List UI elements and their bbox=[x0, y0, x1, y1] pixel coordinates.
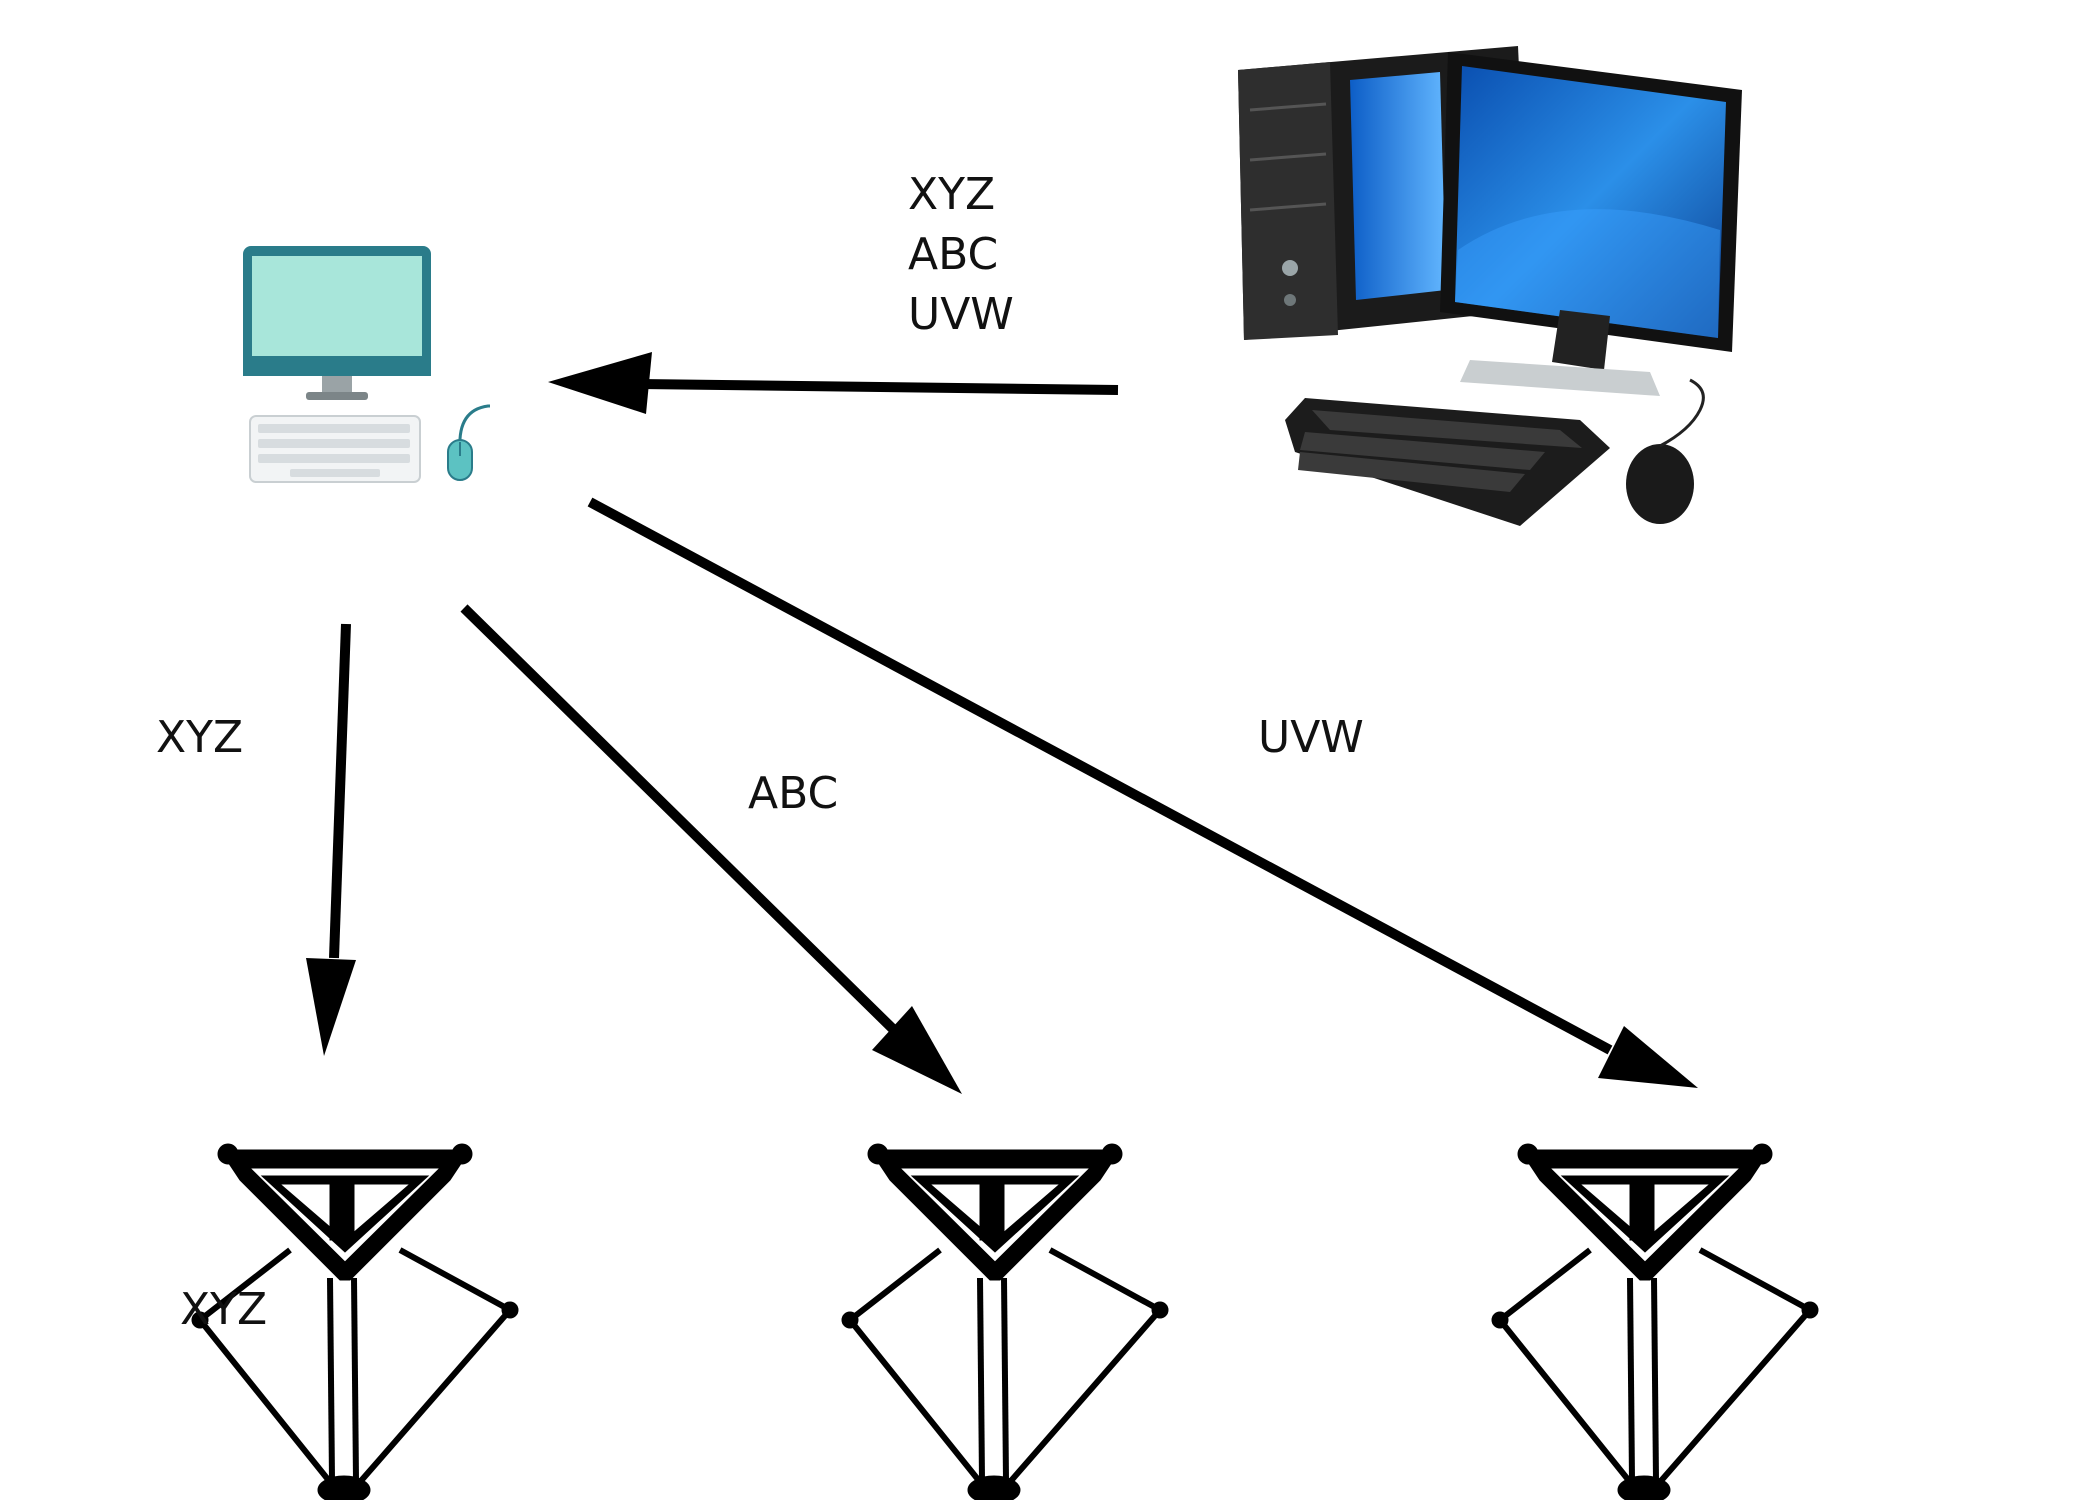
arrow-client-to-robot-1 bbox=[329, 623, 351, 959]
robot-1-label: XYZ bbox=[180, 1284, 268, 1335]
edge-label-robot-2: ABC bbox=[748, 768, 839, 819]
master-computer bbox=[1238, 46, 1742, 526]
edge-label-robot-3: UVW bbox=[1258, 712, 1364, 763]
master-label-uvw: UVW bbox=[908, 289, 1014, 340]
delta-robot-3 bbox=[1491, 1143, 1819, 1500]
arrow-client-to-robot-3 bbox=[587, 497, 1613, 1055]
client-monitor-screen bbox=[252, 256, 422, 356]
delta-robot-1 bbox=[191, 1143, 519, 1500]
delta-robot-2 bbox=[841, 1143, 1169, 1500]
pc-monitor-screen bbox=[1455, 66, 1726, 338]
master-label-stack: XYZ ABC UVW bbox=[908, 165, 1014, 345]
arrow-master-to-client bbox=[639, 379, 1119, 395]
pc-mouse bbox=[1626, 444, 1694, 524]
arrows bbox=[306, 352, 1698, 1094]
edge-label-robot-1: XYZ bbox=[156, 712, 244, 763]
master-label-abc: ABC bbox=[908, 229, 999, 280]
master-label-xyz: XYZ bbox=[908, 169, 996, 220]
client-computer bbox=[243, 246, 490, 483]
client-mouse bbox=[447, 439, 473, 481]
arrow-client-to-robot-2 bbox=[460, 604, 900, 1036]
